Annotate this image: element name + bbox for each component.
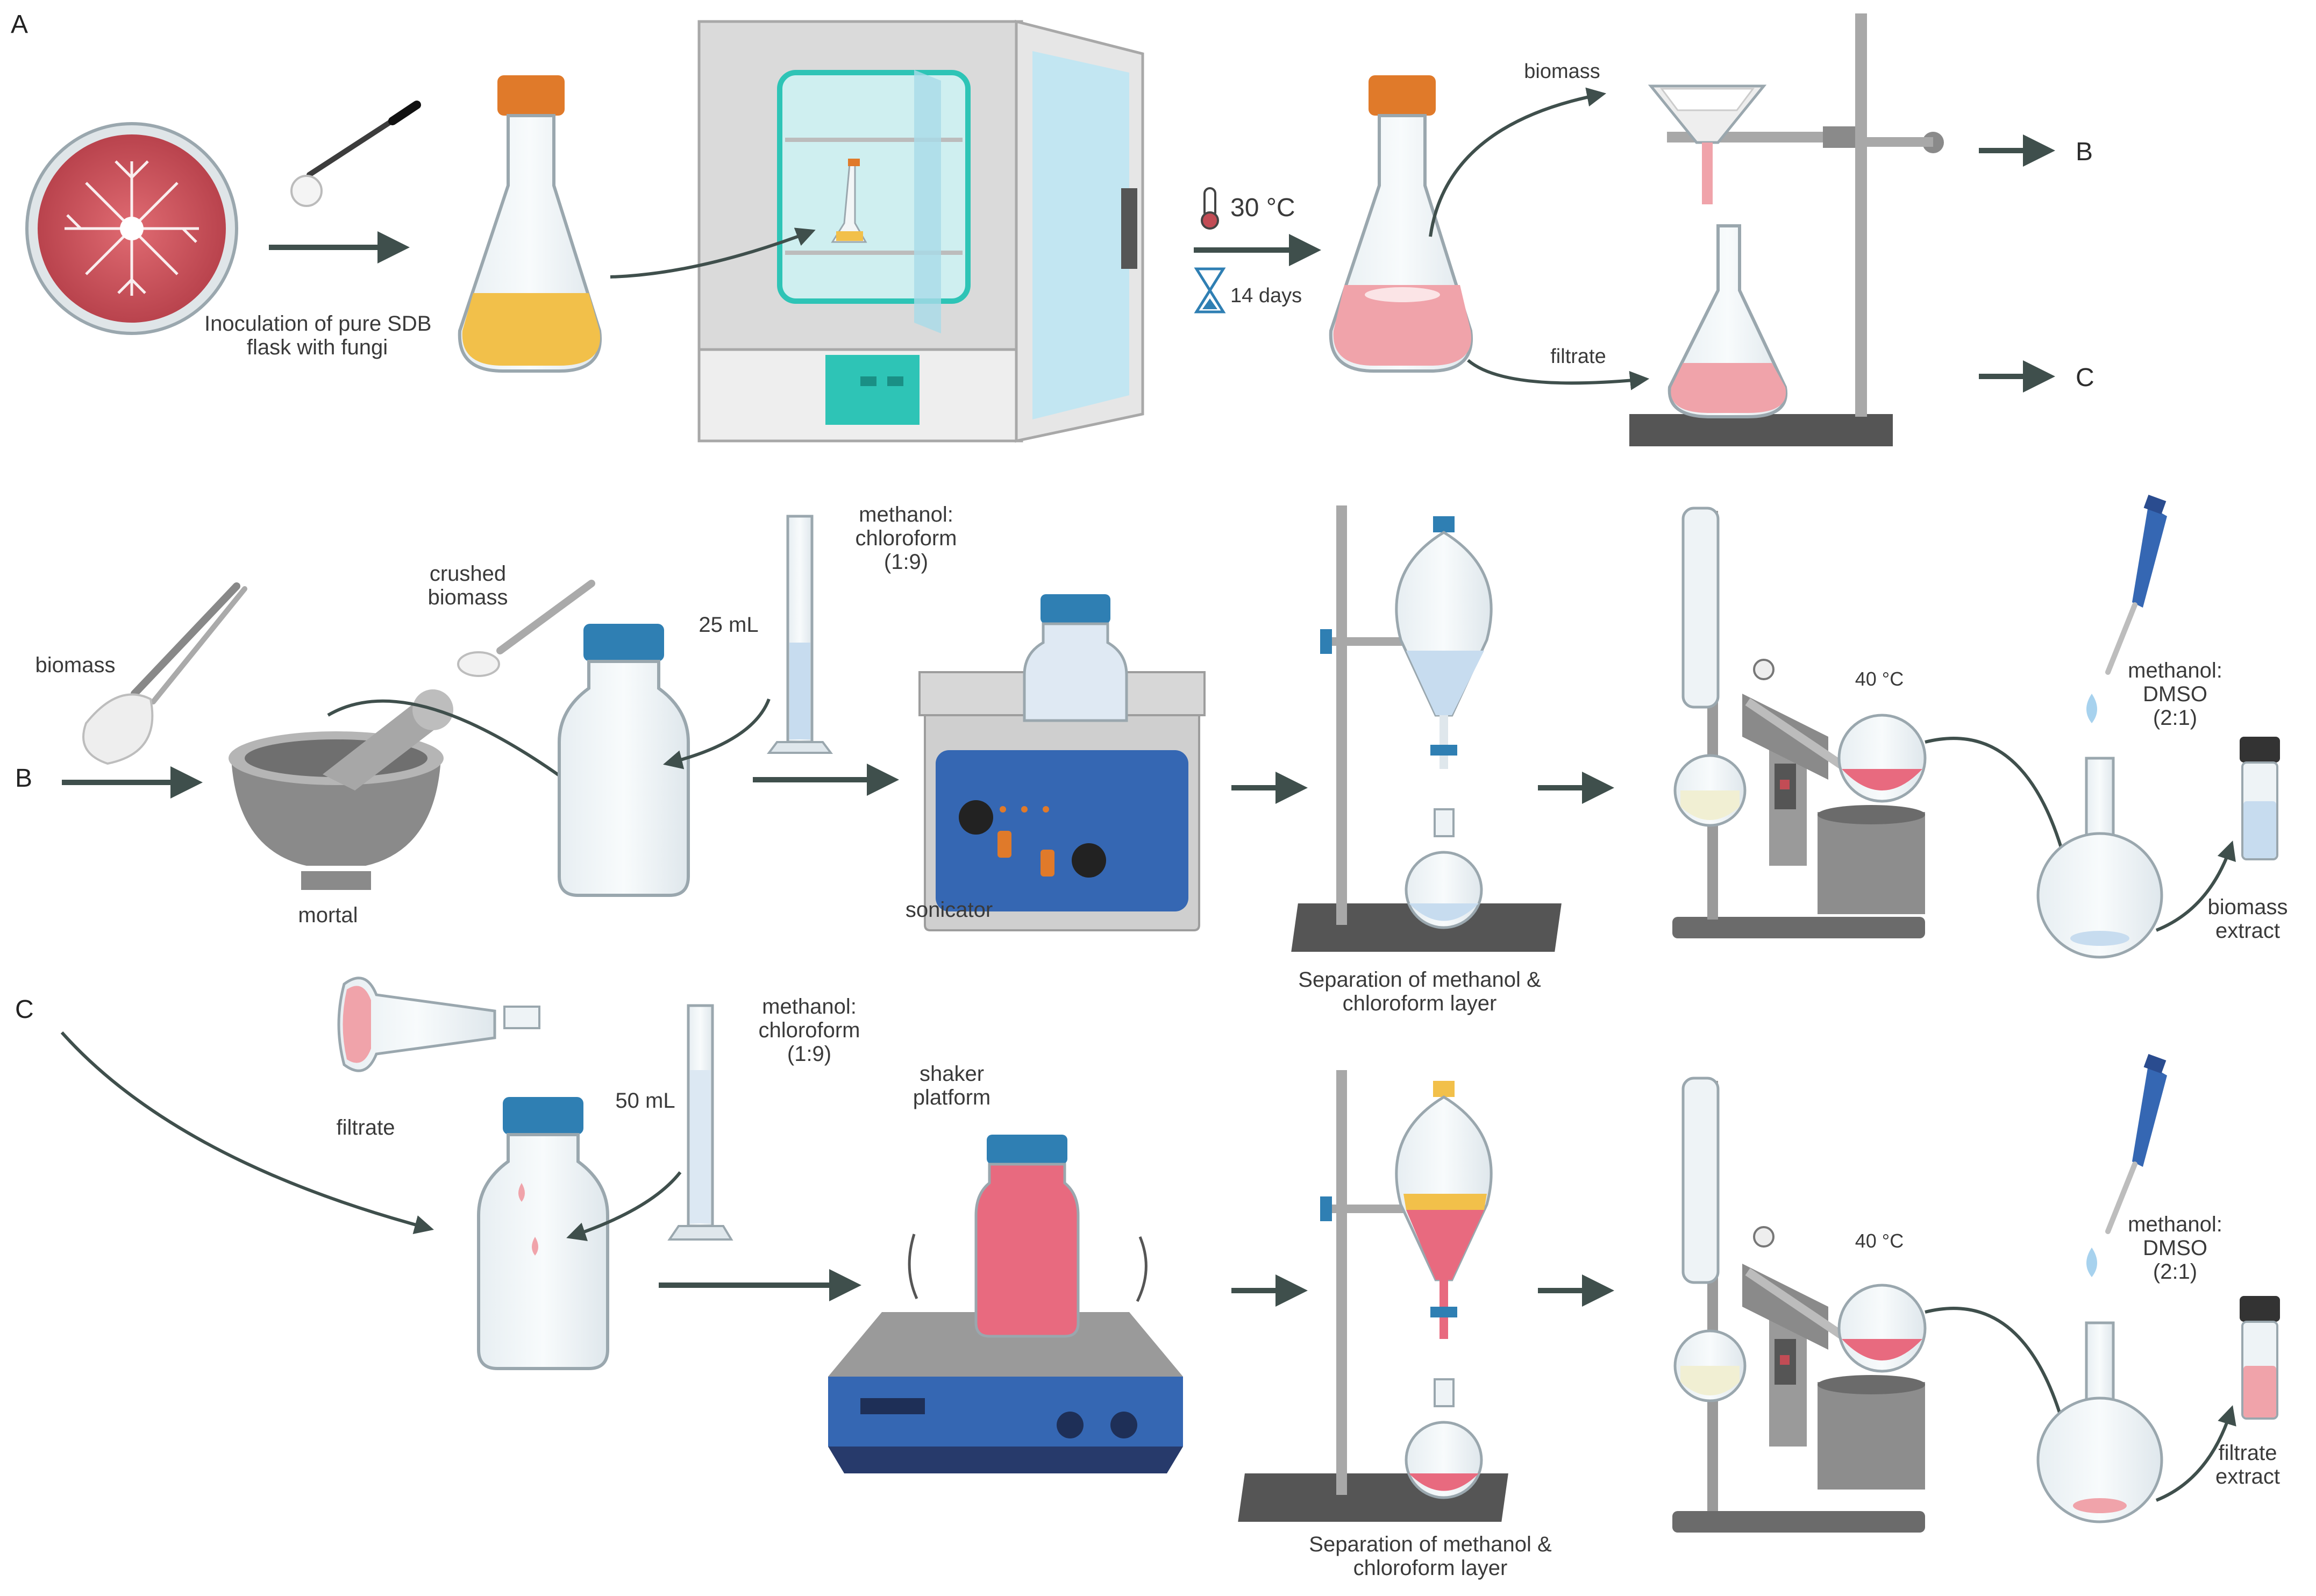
petri-dish-icon: [25, 122, 238, 335]
temperature-label: 30 °C: [1230, 194, 1295, 222]
separation-label: Separation of methanol & chloroform laye…: [1309, 1533, 1552, 1580]
sonicator-icon: [918, 594, 1206, 931]
shaker-label: shaker platform: [913, 1062, 991, 1109]
mortar-label: mortal: [298, 903, 358, 927]
extract-label: biomass extract: [2207, 895, 2288, 943]
funnel-stand-icon: [1629, 13, 1944, 446]
erlenmeyer-flask-icon: [1329, 75, 1473, 373]
panel-b-label: B: [15, 764, 33, 793]
vial-icon: [2240, 1296, 2280, 1420]
erlenmeyer-flask-icon: [337, 977, 540, 1072]
filtrate-label: filtrate: [1550, 345, 1606, 368]
filtrate-label: filtrate: [336, 1116, 395, 1139]
to-c-label: C: [2076, 364, 2094, 392]
dmso-label: methanol: DMSO (2:1): [2128, 659, 2222, 730]
rotavap-temp-label: 40 °C: [1855, 1230, 1904, 1252]
erlenmeyer-flask-icon: [458, 75, 602, 373]
panel-a-label: A: [11, 10, 28, 39]
panel-c-label: C: [15, 995, 34, 1024]
dmso-label: methanol: DMSO (2:1): [2128, 1213, 2222, 1284]
graduated-cylinder-icon: [667, 1004, 733, 1241]
tweezers-icon: [82, 582, 247, 765]
spatula-icon: [457, 580, 595, 677]
arrow: [2155, 1405, 2236, 1502]
arrow: [1925, 1307, 2077, 1456]
droplet-icon: [2086, 1248, 2097, 1277]
arrow: [60, 1031, 434, 1234]
arrow: [663, 698, 771, 770]
to-b-label: B: [2076, 138, 2093, 166]
pipette-icon: [2105, 494, 2167, 675]
volume-label: 50 mL: [615, 1089, 675, 1113]
separation-label: Separation of methanol & chloroform laye…: [1298, 968, 1541, 1015]
rotary-evaporator-icon: [1672, 507, 1927, 938]
arrow: [566, 1171, 682, 1241]
arrow: [610, 227, 816, 279]
arrow: [1429, 87, 1607, 237]
arrow: [1925, 737, 2077, 886]
arrow: [327, 699, 611, 815]
rotavap-temp-label: 40 °C: [1855, 668, 1904, 690]
round-flask-icon: [2036, 1321, 2163, 1523]
mortar-pestle-icon: [229, 689, 453, 890]
extract-label: filtrate extract: [2215, 1441, 2281, 1488]
solvent-label: methanol: chloroform (1:9): [758, 995, 860, 1066]
separatory-funnel-icon: [1238, 1070, 1508, 1522]
crushed-biomass-label: crushed biomass: [427, 562, 508, 609]
arrow: [2155, 840, 2236, 932]
pipette-icon: [2105, 1053, 2167, 1234]
duration-label: 14 days: [1230, 284, 1302, 307]
solvent-label: methanol: chloroform (1:9): [855, 503, 957, 574]
round-flask-icon: [2036, 757, 2163, 959]
graduated-cylinder-icon: [767, 515, 833, 754]
inoculation-label: Inoculation of pure SDB flask with fungi: [204, 312, 432, 359]
biomass-label: biomass: [1524, 60, 1600, 83]
inoculation-loop-icon: [290, 101, 421, 207]
volume-label: 25 mL: [699, 613, 759, 637]
droplet-icon: [2086, 694, 2097, 723]
thermometer-icon: [1201, 187, 1219, 230]
arrow: [1467, 359, 1650, 390]
media-bottle-icon: [558, 624, 690, 897]
sonicator-label: sonicator: [905, 898, 993, 922]
shaker-icon: [828, 1135, 1183, 1473]
vial-icon: [2240, 737, 2280, 860]
incubator-icon: [697, 19, 1144, 443]
separatory-funnel-icon: [1291, 505, 1562, 952]
biomass-label: biomass: [35, 653, 116, 677]
hourglass-icon: [1194, 267, 1226, 314]
media-bottle-icon: [477, 1097, 609, 1370]
rotary-evaporator-icon: [1672, 1077, 1927, 1533]
